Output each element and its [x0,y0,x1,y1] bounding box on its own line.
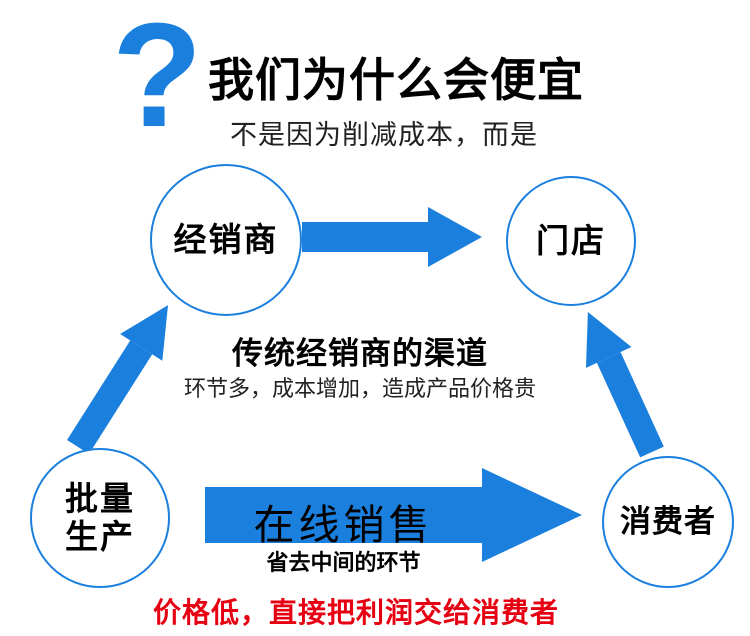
node-store: 门店 [506,176,636,306]
node-consumer: 消费者 [602,456,734,588]
page-title: 我们为什么会便宜 [208,54,584,106]
node-consumer-label: 消费者 [620,504,716,540]
online-sales-desc: 省去中间的环节 [266,550,421,575]
footer-slogan: 价格低，直接把利润交给消费者 [152,597,559,628]
node-distributor-label: 经销商 [173,221,279,259]
node-production-label-line1: 批量 [65,480,135,518]
arrow-head-icon [482,468,582,562]
traditional-channel-title: 传统经销商的渠道 [232,336,488,371]
node-production: 批量 生产 [30,448,170,588]
arrow-shaft [596,352,664,458]
traditional-channel-desc: 环节多，成本增加，造成产品价格贵 [183,376,536,401]
arrow-distributor-to-store [302,207,482,267]
arrow-head-icon [428,207,482,267]
node-production-label-line2: 生产 [65,518,135,555]
arrow-production-to-consumer [205,468,582,562]
node-store-label: 门店 [536,222,606,260]
page-subtitle: 不是因为削减成本，而是 [230,120,538,150]
arrow-shaft [205,487,482,543]
node-distributor: 经销商 [150,164,302,316]
online-sales-label: 在线销售 [253,502,434,548]
question-mark-icon: ? [112,0,203,158]
arrow-shaft [302,222,428,252]
